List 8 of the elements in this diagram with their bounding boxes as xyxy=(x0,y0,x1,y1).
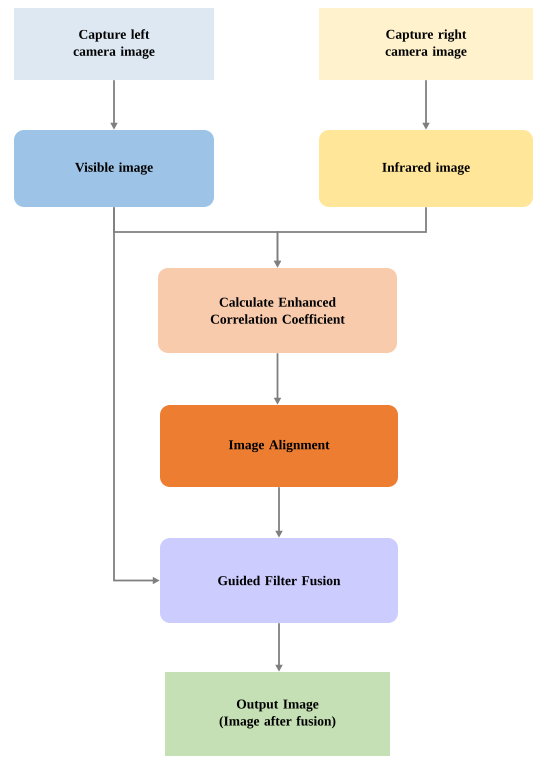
output-box: Output Image (Image after fusion) xyxy=(165,672,390,756)
process-box: Capture left camera image xyxy=(14,8,214,80)
process-box: Calculate Enhanced Correlation Coefficient xyxy=(158,268,397,353)
process-box: Infrared image xyxy=(319,130,533,207)
process-box: Capture right camera image xyxy=(319,8,533,80)
process-box: Visible image xyxy=(14,130,214,207)
process-box: Guided Filter Fusion xyxy=(160,538,398,623)
process-box: Image Alignment xyxy=(160,405,398,487)
